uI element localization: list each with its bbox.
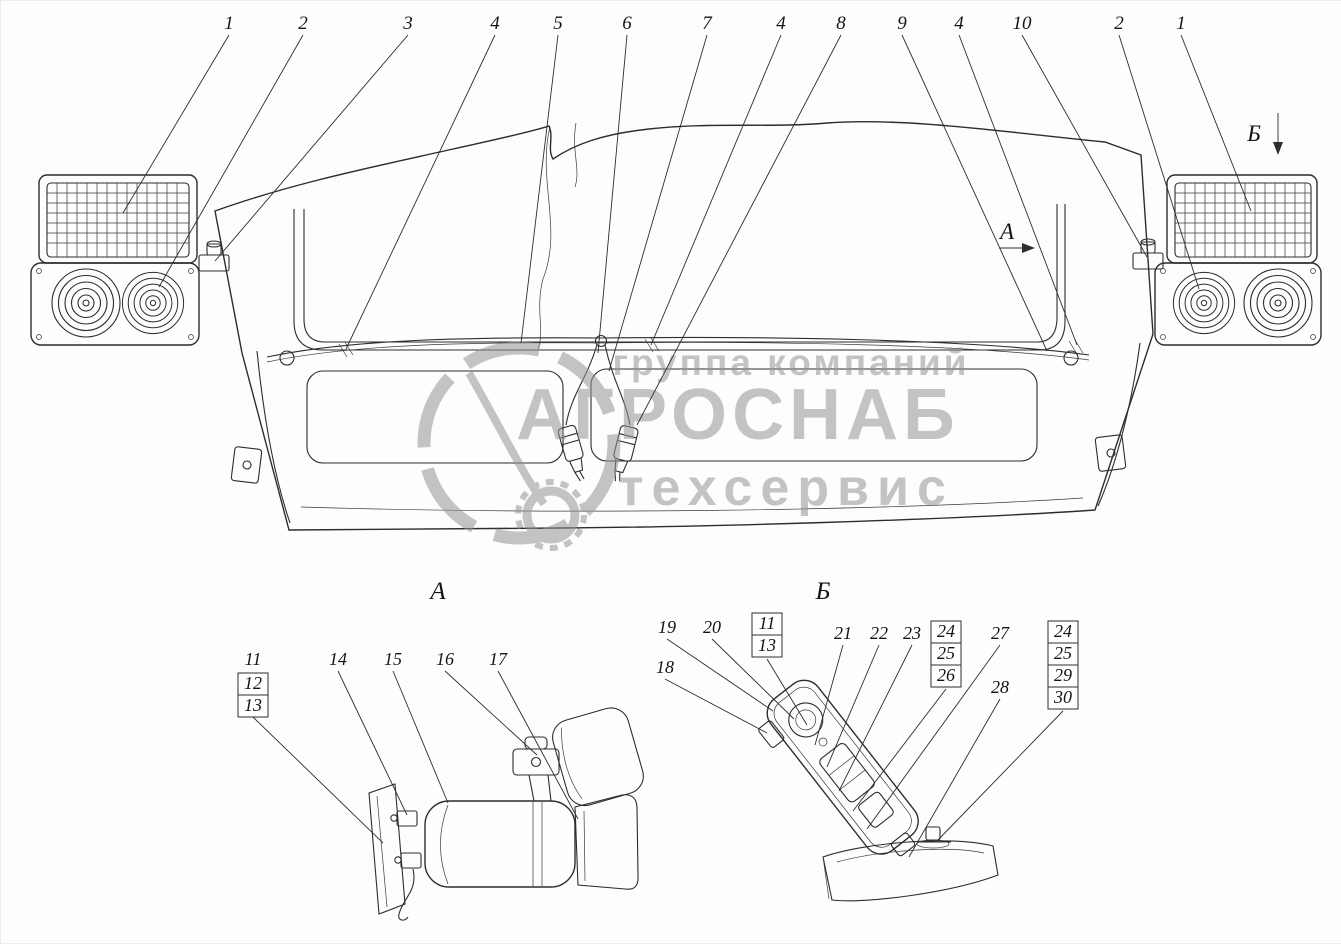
callout-b-11: 11	[759, 613, 776, 633]
callout-a-11: 11	[245, 649, 262, 669]
watermark-wreath-icon	[417, 341, 621, 545]
callout-b-23: 23	[903, 623, 921, 643]
marker-a-label: А	[998, 219, 1015, 244]
detail-view-a: А 11 12 13 14	[237, 578, 644, 921]
callout-b-30: 30	[1053, 687, 1072, 707]
callout-b-24: 24	[937, 621, 955, 641]
callout-top-10: 10	[1013, 13, 1033, 34]
callout-a-12: 12	[244, 673, 262, 693]
arrow-down-icon	[1273, 142, 1283, 155]
connector-left	[557, 424, 585, 482]
callout-b-27: 27	[991, 623, 1010, 643]
callout-a-16: 16	[436, 649, 454, 669]
callout-b-21: 21	[834, 623, 852, 643]
lower-brackets	[230, 434, 1127, 484]
callout-a-17: 17	[489, 649, 508, 669]
callout-b-25b: 25	[1054, 643, 1072, 663]
right-signal-lamps	[1154, 262, 1322, 346]
callout-top-9: 9	[897, 13, 907, 34]
callout-top-2: 2	[298, 13, 308, 34]
callout-b-26: 26	[937, 665, 955, 685]
left-worklamp	[38, 174, 198, 264]
watermark-text-group: группа компаний	[613, 342, 970, 383]
main-view	[30, 121, 1322, 531]
arrow-right-icon	[1022, 243, 1035, 253]
callout-top-4b: 4	[776, 13, 786, 34]
watermark-stalk-icon	[465, 371, 548, 507]
view-marker-b: Б	[1246, 113, 1283, 155]
callout-top-2b: 2	[1114, 13, 1124, 34]
callout-b-19: 19	[658, 617, 676, 637]
callout-top-1: 1	[224, 13, 234, 34]
watermark: группа компаний АГРОСНАБ техсервис	[417, 341, 970, 551]
callout-top-1b: 1	[1176, 13, 1186, 34]
callout-b-24b: 24	[1054, 621, 1072, 641]
left-signal-lamps	[30, 262, 200, 346]
callout-top-4c: 4	[954, 13, 964, 34]
detail-view-b: Б 19 20 11	[656, 578, 1079, 902]
callout-top-7: 7	[702, 13, 713, 34]
watermark-text-service: техсервис	[618, 459, 954, 517]
wiring-harness	[266, 334, 1090, 482]
callout-a-14: 14	[329, 649, 347, 669]
detail-a-title: А	[428, 578, 446, 605]
marker-b-label: Б	[1246, 121, 1261, 146]
callout-a-13: 13	[244, 695, 262, 715]
callout-b-20: 20	[703, 617, 721, 637]
callout-b-25: 25	[937, 643, 955, 663]
view-marker-a: А	[998, 219, 1035, 253]
top-callouts: 1 2 3 4 5 6 7 4 8 9 4 10 2 1	[122, 13, 1252, 426]
detail-b-drawing	[758, 679, 999, 902]
callout-top-8: 8	[836, 13, 846, 34]
callout-a-15: 15	[384, 649, 402, 669]
detail-a-drawing	[368, 707, 644, 921]
watermark-text-brand: АГРОСНАБ	[516, 375, 960, 455]
callout-top-6: 6	[622, 13, 632, 34]
callout-top-5: 5	[553, 13, 563, 34]
callout-top-4: 4	[490, 13, 500, 34]
watermark-gear-icon	[522, 486, 580, 544]
watermark-gear-teeth-icon	[515, 479, 587, 551]
callout-b-29: 29	[1054, 665, 1072, 685]
detail-b-title: Б	[815, 578, 831, 605]
callout-b-18: 18	[656, 657, 674, 677]
callout-b-13: 13	[758, 635, 776, 655]
callout-top-3: 3	[402, 13, 413, 34]
lamp-mounting-brackets	[198, 238, 1164, 272]
callout-b-22: 22	[870, 623, 888, 643]
callout-b-28: 28	[991, 677, 1009, 697]
